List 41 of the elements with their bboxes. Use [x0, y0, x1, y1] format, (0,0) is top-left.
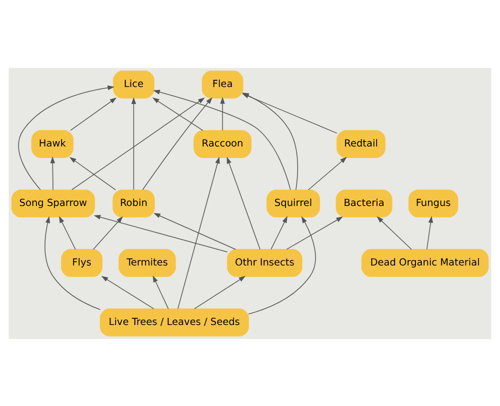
arrow [152, 97, 204, 130]
arrow [178, 156, 220, 309]
arrow [70, 96, 117, 130]
arrow [44, 216, 101, 310]
arrow [426, 215, 434, 250]
node-box: Robin [112, 189, 155, 217]
arrow [94, 214, 228, 252]
node-box: Fungus [408, 189, 458, 217]
arrow [153, 89, 291, 190]
arrow [50, 156, 56, 190]
arrow [18, 84, 114, 190]
node-box: Squirrel [266, 189, 320, 217]
arrow [248, 216, 316, 314]
arrow [286, 216, 344, 250]
arrow [226, 156, 260, 250]
node-box: Termites [118, 248, 176, 276]
node-box: Bacteria [336, 189, 392, 217]
arrow [194, 275, 246, 309]
node-box: Raccoon [194, 130, 252, 158]
arrow [101, 275, 154, 309]
arrow [308, 156, 347, 190]
arrow [92, 216, 123, 250]
node-box: Flea [202, 70, 244, 98]
arrow [72, 97, 205, 190]
arrow [152, 275, 169, 309]
arrow [69, 156, 116, 190]
arrow [131, 96, 136, 190]
arrow [376, 216, 412, 250]
arrow [154, 212, 236, 250]
node-box: Lice [113, 70, 154, 98]
node-box: Song Sparrow [11, 189, 95, 217]
node-box: Hawk [31, 130, 74, 158]
node-box: Dead Organic Material [361, 248, 489, 276]
arrow [270, 216, 288, 250]
arrow [220, 96, 225, 130]
node-box: Othr Insects [227, 248, 302, 276]
arrow [142, 96, 212, 190]
arrow [58, 216, 76, 250]
node-box: Redtail [336, 130, 386, 158]
node-box: Live Trees / Leaves / Seeds [100, 308, 249, 336]
node-box: Flys [61, 248, 102, 276]
